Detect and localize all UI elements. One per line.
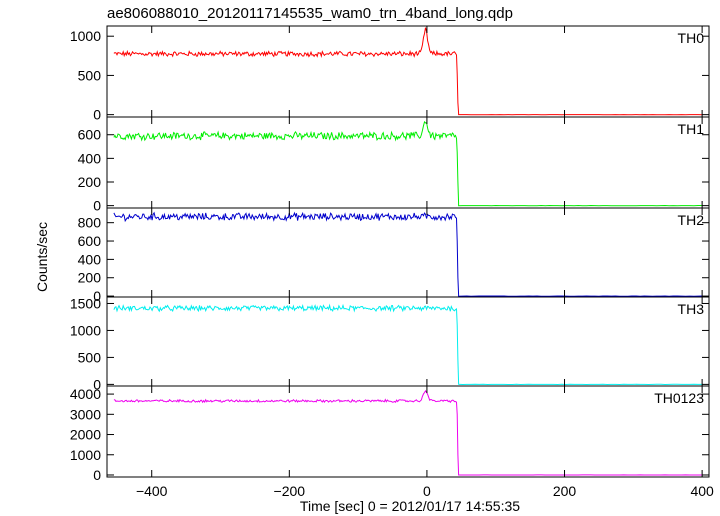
panel-frame-th0123: [106, 385, 710, 478]
y-axis-title: Counts/sec: [34, 222, 50, 292]
x-tick-label: −200: [274, 483, 306, 499]
y-tick-label-th3: 0: [93, 376, 101, 392]
panel-label-th2: TH2: [678, 212, 705, 228]
y-tick-label-th0123: 3000: [70, 406, 101, 422]
panel-th0123: 0 1000 2000 3000 4000 TH0123: [70, 385, 710, 483]
x-tick-label: −400: [136, 483, 168, 499]
y-tick-label-th0123: 4000: [70, 386, 101, 402]
panel-label-th0: TH0: [678, 30, 705, 46]
panel-frame-th3: [106, 296, 710, 387]
chart-title: ae806088010_20120117145535_wam0_trn_4ban…: [107, 5, 513, 22]
y-tick-label-th0: 500: [78, 67, 102, 83]
panel-label-th3: TH3: [678, 301, 705, 317]
y-tick-label-th0123: 2000: [70, 427, 101, 443]
panel-label-th0123: TH0123: [654, 390, 704, 406]
series-line-th0: [113, 27, 703, 116]
panel-th3: 0 500 1000 1500 TH3: [70, 295, 710, 392]
y-tick-label-th1: 200: [78, 174, 102, 190]
panel-frame-th0: [106, 25, 710, 118]
panel-label-th1: TH1: [678, 121, 705, 137]
panels-group: 0 500 1000 TH0 0 200 400 600 TH1 0 200 400 600 800 TH2…: [70, 25, 714, 499]
panel-th2: 0 200 400 600 800 TH2: [78, 207, 710, 304]
panel-frame-th2: [106, 207, 710, 298]
y-tick-label-th1: 400: [78, 150, 102, 166]
y-tick-label-th0: 1000: [70, 28, 101, 44]
y-tick-label-th1: 600: [78, 127, 102, 143]
y-tick-label-th3: 1500: [70, 295, 101, 311]
y-tick-label-th2: 200: [78, 270, 102, 286]
y-tick-label-th1: 0: [93, 198, 101, 214]
series-line-th0123: [113, 390, 703, 476]
series-line-th1: [113, 120, 703, 207]
x-tick-label: 0: [423, 483, 431, 499]
series-line-th2: [113, 211, 703, 297]
series-line-th3: [113, 303, 703, 386]
x-tick-label: 400: [690, 483, 714, 499]
y-tick-label-th2: 400: [78, 251, 102, 267]
x-axis-title: Time [sec] 0 = 2012/01/17 14:55:35: [300, 498, 520, 514]
panel-th1: 0 200 400 600 TH1: [78, 116, 710, 214]
y-tick-label-th0: 0: [93, 107, 101, 123]
y-tick-label-th2: 600: [78, 233, 102, 249]
x-tick-label: 200: [553, 483, 577, 499]
y-tick-label-th3: 500: [78, 349, 102, 365]
y-tick-label-th2: 0: [93, 288, 101, 304]
y-tick-label-th2: 800: [78, 215, 102, 231]
panel-frame-th1: [106, 116, 710, 209]
y-tick-label-th0123: 0: [93, 467, 101, 483]
panel-th0: 0 500 1000 TH0: [70, 25, 710, 123]
y-tick-label-th3: 1000: [70, 322, 101, 338]
y-tick-label-th0123: 1000: [70, 447, 101, 463]
